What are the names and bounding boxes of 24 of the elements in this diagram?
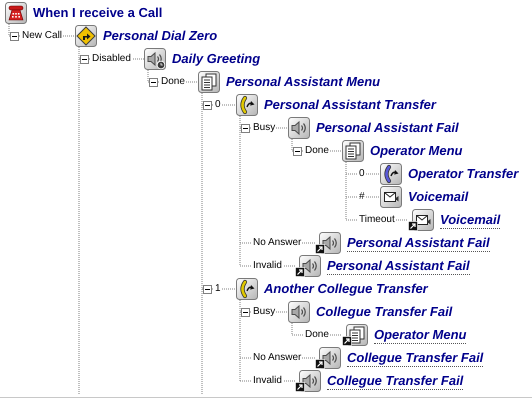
tree-line <box>202 288 236 290</box>
tree-line <box>78 46 80 394</box>
node-title: Voicemail <box>440 212 500 228</box>
tree-line <box>8 24 10 36</box>
node-title: Collegue Transfer Fail <box>327 372 464 390</box>
node-title: Operator Transfer <box>408 166 518 182</box>
node-title: Personal Assistant Transfer <box>264 97 436 113</box>
tree-line <box>202 104 236 106</box>
tree-line <box>346 196 380 198</box>
node-title: Personal Assistant Menu <box>226 74 380 90</box>
node-title: Voicemail <box>408 189 468 205</box>
node-title: Operator Menu <box>374 326 466 344</box>
node-title: Personal Dial Zero <box>103 28 218 44</box>
node-title: Operator Menu <box>370 143 462 159</box>
node-title: Another Collegue Transfer <box>264 281 428 297</box>
node-title: Personal Assistant Fail <box>347 234 490 252</box>
node-title: Collegue Transfer Fail <box>347 350 484 366</box>
node-title: Daily Greeting <box>172 51 260 67</box>
node-title: Personal Assistant Fail <box>327 258 470 274</box>
node-title: When I receive a Call <box>33 5 162 21</box>
edge-label: Busy <box>252 306 276 318</box>
node-title: Personal Assistant Fail <box>316 120 459 136</box>
edge-label: Busy <box>252 122 276 134</box>
node-title: Collegue Transfer Fail <box>316 304 452 320</box>
